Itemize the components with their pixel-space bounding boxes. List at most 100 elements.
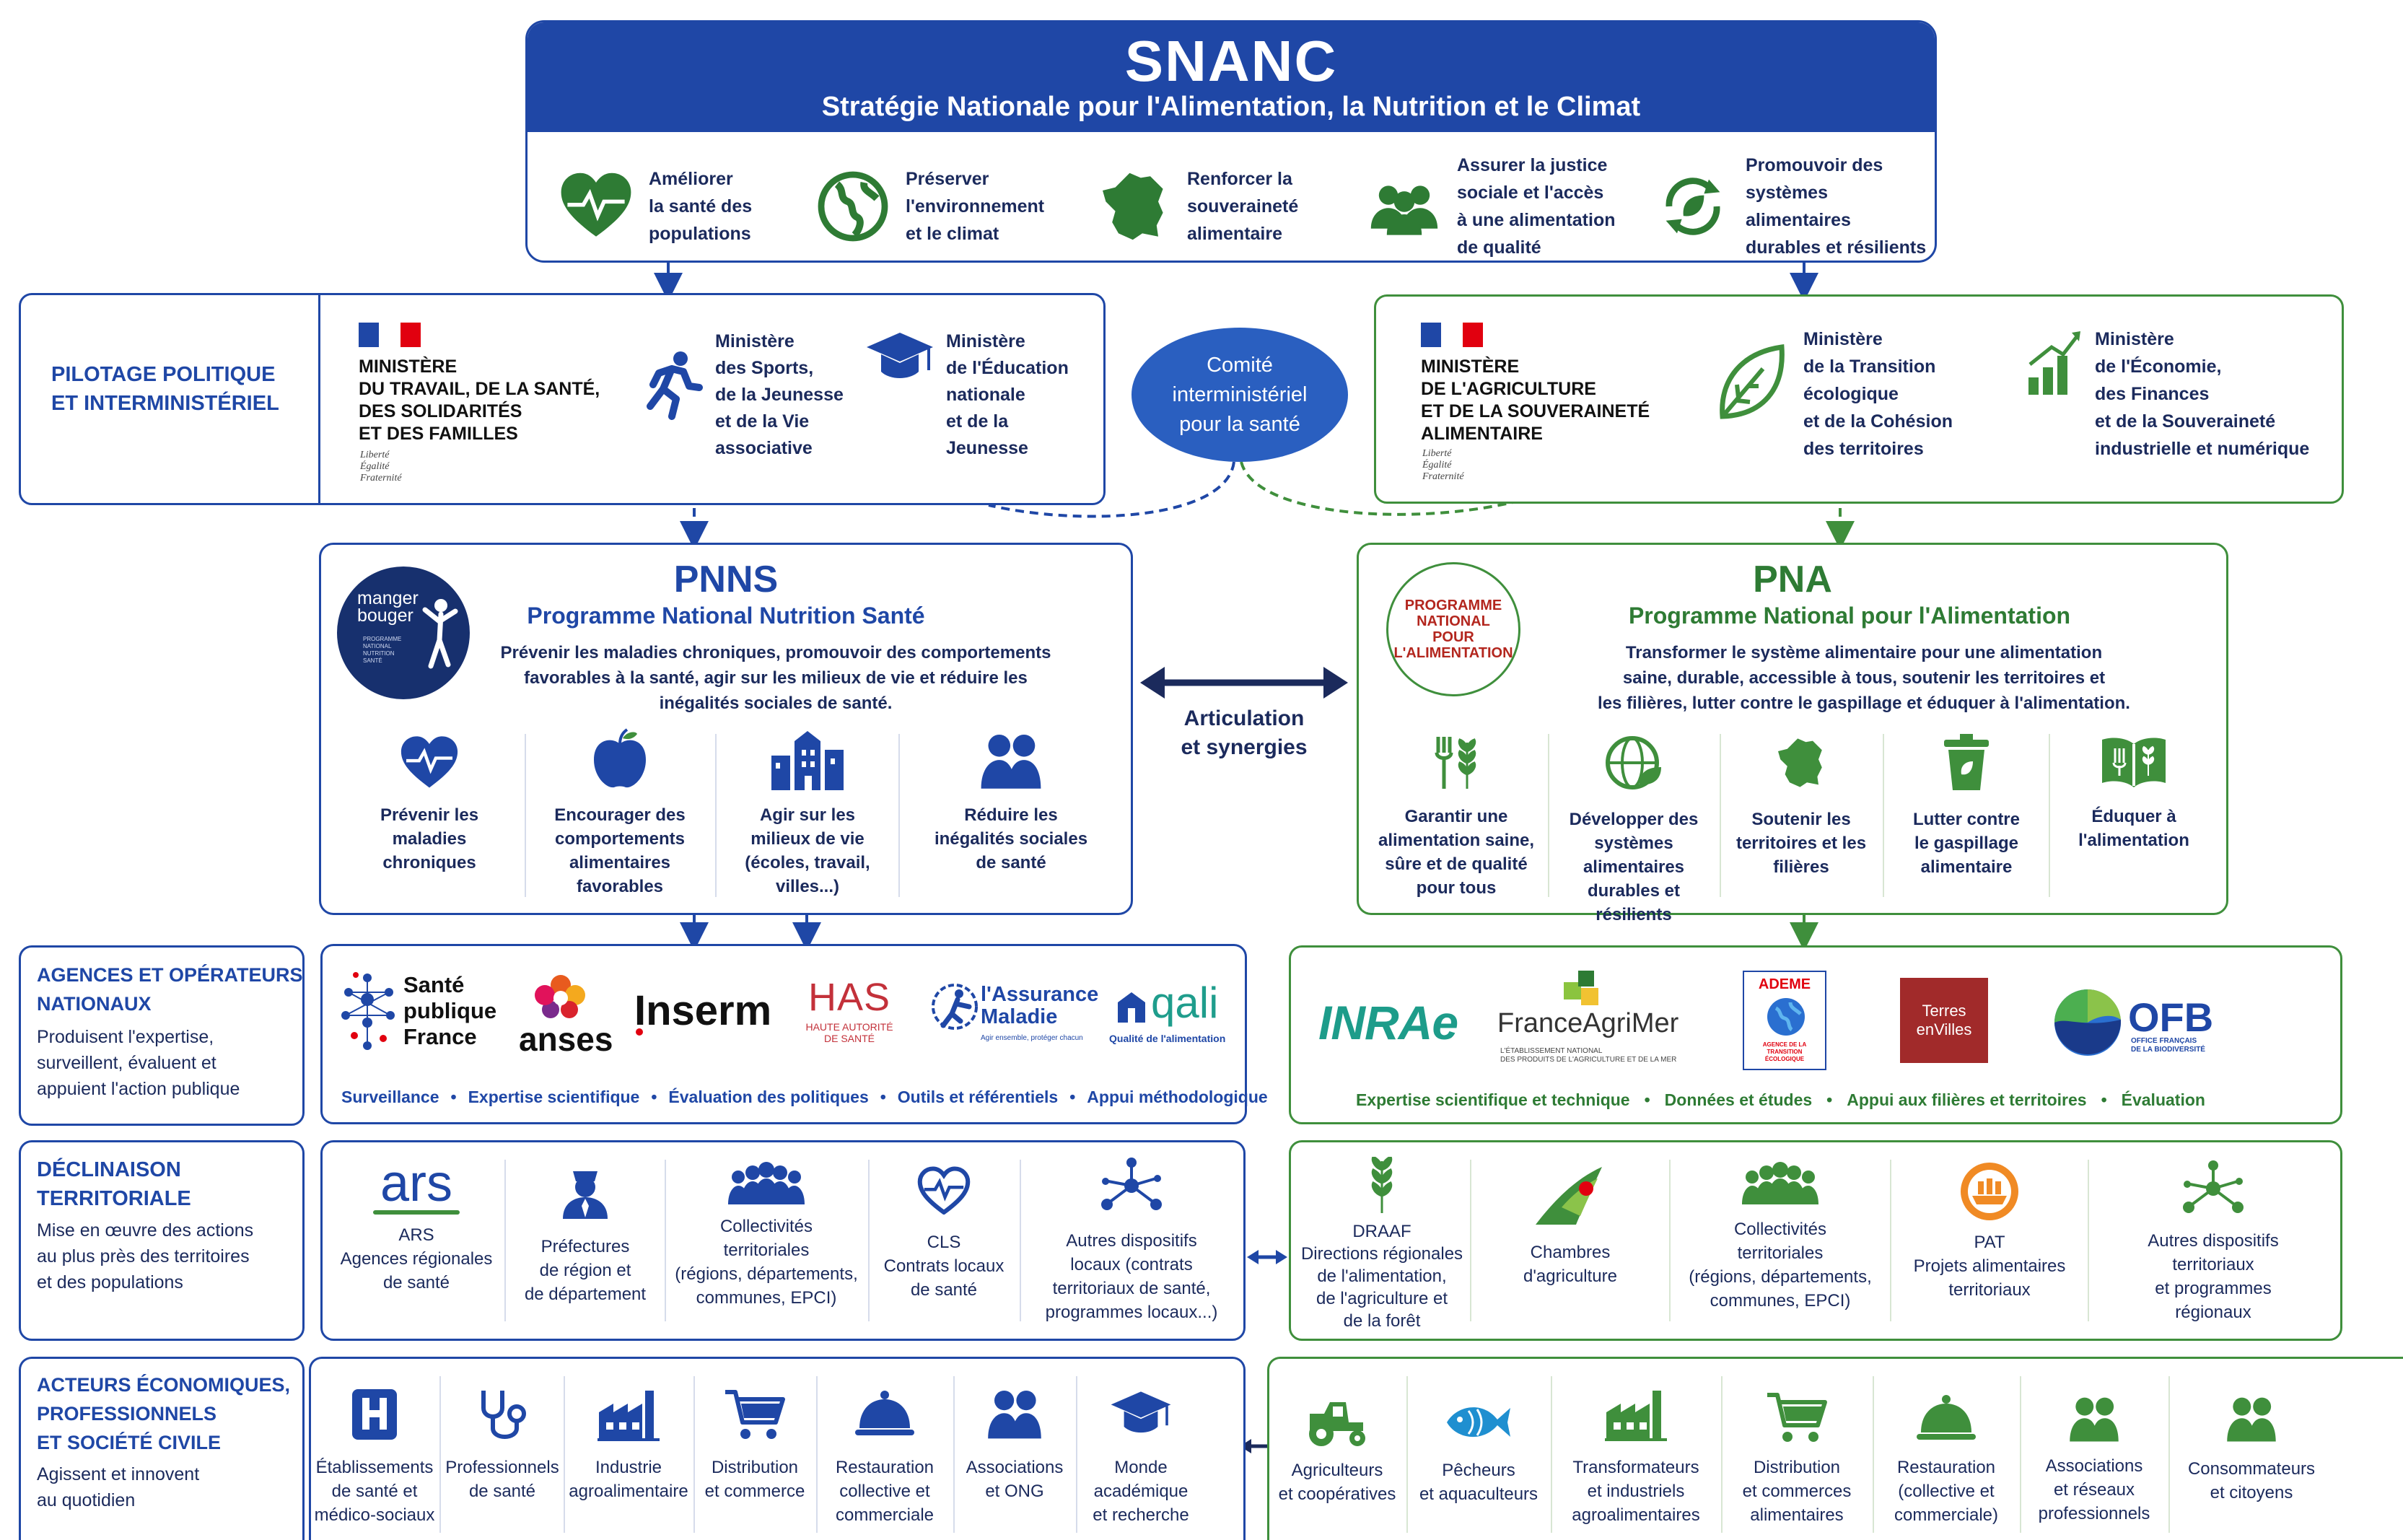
- axis-label: Prévenir les maladies chroniques: [380, 805, 479, 872]
- pnns-axis-comportements: Encourager des comportements alimentaire…: [528, 728, 712, 898]
- axis-label: Garantir une alimentation saine, sûre et…: [1378, 807, 1535, 898]
- recycle-leaf-icon: [1666, 178, 1720, 235]
- book-icon: [2102, 738, 2166, 787]
- acteur-distribution-alim: Distribution et commerces alimentaires: [1723, 1391, 1871, 1527]
- ademe-text: ADEME: [1758, 976, 1811, 992]
- item-label: Collectivités territoriales (régions, dé…: [1689, 1220, 1872, 1311]
- territoriale-autres-green: Autres dispositifs territoriaux et progr…: [2091, 1160, 2336, 1324]
- ofb-subtext: OFFICE FRANÇAIS DE LA BIODIVERSITÉ: [2131, 1037, 2205, 1054]
- axis-label: Réduire les inégalités sociales de santé: [934, 805, 1088, 872]
- territoriale-label: DÉCLINAISON TERRITORIALE: [37, 1158, 191, 1210]
- pnns-description: Prévenir les maladies chroniques, promou…: [500, 643, 1051, 713]
- item-label: Monde académique et recherche: [1093, 1458, 1189, 1525]
- item-label: Distribution et commerces alimentaires: [1742, 1458, 1852, 1525]
- item-label: DRAAF Directions régionales de l'aliment…: [1300, 1222, 1463, 1331]
- snanc-title-band: SNANC Stratégie Nationale pour l'Aliment…: [528, 22, 1935, 132]
- pna-subtitle: Programme National pour l'Alimentation: [1628, 603, 2071, 629]
- item-label: Préfectures de région et de département: [524, 1237, 647, 1304]
- pna-axis-developper: Développer des systèmes alimentaires dur…: [1548, 734, 1720, 927]
- terres-en-villes-logo: Terres enVilles: [1900, 978, 1988, 1063]
- pnns-title: PNNS: [673, 559, 779, 600]
- item-label: Autres dispositifs territoriaux et progr…: [2148, 1231, 2279, 1322]
- item-label: Distribution et commerce: [704, 1458, 805, 1501]
- acteur-restauration: Restauration collective et commerciale: [818, 1388, 952, 1527]
- pat-logo: [1961, 1163, 2018, 1220]
- anses-flower-logo: [535, 975, 585, 1018]
- ofb-text: OFB: [2128, 994, 2214, 1040]
- devise: Liberté Égalité Fraternité: [360, 450, 402, 484]
- axis-label: Éduquer à l'alimentation: [2078, 807, 2189, 850]
- france-map-icon: [1778, 738, 1822, 787]
- territoriale-cls: CLS Contrats locaux de santé: [870, 1165, 1018, 1302]
- territoriale-collectivites: Collectivités territoriales (régions, dé…: [666, 1161, 867, 1310]
- pna-logo: PROGRAMME NATIONAL POUR L'ALIMENTATION: [1386, 562, 1520, 696]
- ministere-education: Ministère de l'Éducation nationale et de…: [946, 331, 1069, 458]
- franceagrimer-logo: [1564, 971, 1598, 1005]
- apple-icon: [594, 728, 646, 788]
- tag: Outils et référentiels: [897, 1088, 1059, 1106]
- axis-label: Soutenir les territoires et les filières: [1736, 810, 1867, 877]
- item-label: Pêcheurs et aquaculteurs: [1419, 1461, 1538, 1504]
- item-label: Transformateurs et industriels agroalime…: [1572, 1458, 1700, 1525]
- pna-panel: PROGRAMME NATIONAL POUR L'ALIMENTATION P…: [1357, 543, 2228, 924]
- acteur-transformateurs: Transformateurs et industriels agroalime…: [1552, 1388, 1720, 1527]
- terres-text: Terres enVilles: [1916, 1002, 1972, 1038]
- territoriale-draaf: DRAAF Directions régionales de l'aliment…: [1297, 1157, 1467, 1332]
- territoriale-collectivites-green: Collectivités territoriales (régions, dé…: [1672, 1161, 1888, 1313]
- acteurs-row-label: ACTEURS ÉCONOMIQUES, PROFESSIONNELS ET S…: [19, 1357, 305, 1540]
- ministere-sports: Ministère des Sports, de la Jeunesse et …: [715, 331, 844, 458]
- oqali-subtext: Qualité de l'alimentation: [1109, 1033, 1226, 1044]
- chambres-agriculture-logo: [1536, 1167, 1602, 1225]
- axis-label: Développer des systèmes alimentaires dur…: [1569, 810, 1699, 924]
- oqali-text: qali: [1151, 979, 1219, 1027]
- factory-icon: [1605, 1391, 1667, 1441]
- buildings-icon: [771, 731, 844, 790]
- objective-label: Améliorer la santé des populations: [649, 169, 753, 244]
- territoriale-pat: PAT Projets alimentaires territoriaux: [1893, 1160, 2086, 1302]
- pna-axis-gaspillage: Lutter contre le gaspillage alimentaire: [1886, 734, 2047, 879]
- globe-icon: [818, 171, 888, 242]
- pnns-axis-milieux: Agir sur les milieux de vie (écoles, tra…: [719, 731, 896, 898]
- pilotage-label: PILOTAGE POLITIQUE ET INTERMINISTÉRIEL: [51, 363, 279, 415]
- factory-icon: [598, 1391, 660, 1441]
- network-icon: [1101, 1158, 1162, 1210]
- cart-icon: [725, 1390, 785, 1439]
- item-label: Chambres d'agriculture: [1523, 1243, 1617, 1286]
- pilotage-left-panel: PILOTAGE POLITIQUE ET INTERMINISTÉRIEL M…: [19, 293, 1106, 505]
- runner-icon: [647, 351, 703, 420]
- acteur-etablissements: Établissements de santé et médico-sociau…: [311, 1388, 438, 1527]
- objective-sante: Améliorer la santé des populations: [556, 159, 752, 253]
- ofb-logo: [2054, 989, 2122, 1056]
- agences-left-tags: Surveillance• Expertise scientifique• Év…: [341, 1088, 1268, 1106]
- manger-bouger-logo: manger bouger PROGRAMME NATIONAL NUTRITI…: [337, 566, 470, 699]
- pnns-panel: manger bouger PROGRAMME NATIONAL NUTRITI…: [319, 543, 1133, 915]
- tag: Surveillance: [341, 1088, 439, 1106]
- snanc-subtitle: Stratégie Nationale pour l'Alimentation,…: [821, 92, 1641, 122]
- item-label: Établissements de santé et médico-sociau…: [314, 1458, 435, 1525]
- comite-label: Comité interministériel pour la santé: [1172, 353, 1308, 436]
- logo-small-text: PROGRAMME NATIONAL NUTRITION SANTÉ: [363, 636, 402, 664]
- ademe-logo: ADEME AGENCE DE LA TRANSITION ÉCOLOGIQUE: [1743, 971, 1826, 1070]
- heart-pulse-icon: [917, 1166, 971, 1215]
- people-icon: [988, 1391, 1041, 1439]
- agences-right-panel: INRAe FranceAgriMer L'ÉTABLISSEMENT NATI…: [1289, 945, 2342, 1124]
- pna-axis-soutenir: Soutenir les territoires et les filières: [1721, 734, 1881, 879]
- tag: Évaluation: [2121, 1090, 2205, 1109]
- objective-justice: Assurer la justice sociale et l'accès à …: [1365, 155, 1615, 258]
- territoriale-text: Mise en œuvre des actions au plus près d…: [37, 1220, 254, 1292]
- fish-icon: [1447, 1407, 1510, 1438]
- territoriale-row-label: DÉCLINAISON TERRITORIALE Mise en œuvre d…: [19, 1140, 305, 1341]
- item-label: Professionnels de santé: [445, 1458, 559, 1501]
- tag: Expertise scientifique: [468, 1088, 640, 1106]
- agences-row-label: AGENCES ET OPÉRATEURS NATIONAUX Produise…: [19, 945, 305, 1126]
- growth-chart-icon: [2028, 331, 2080, 395]
- network-icon: [2183, 1160, 2244, 1213]
- acteur-associations-green: Associations et réseaux professionnels: [2021, 1395, 2167, 1526]
- pnns-axis-maladies: Prévenir les maladies chroniques: [336, 732, 523, 875]
- acteurs-label: ACTEURS ÉCONOMIQUES, PROFESSIONNELS ET S…: [37, 1374, 291, 1453]
- acteurs-right-panel: Agriculteurs et coopératives Pêcheurs et…: [1267, 1357, 2403, 1540]
- objective-label: Préserver l'environnement et le climat: [906, 169, 1045, 244]
- objective-systemes: Promouvoir des systèmes alimentaires dur…: [1653, 155, 1935, 258]
- axis-label: Lutter contre le gaspillage alimentaire: [1912, 810, 2020, 877]
